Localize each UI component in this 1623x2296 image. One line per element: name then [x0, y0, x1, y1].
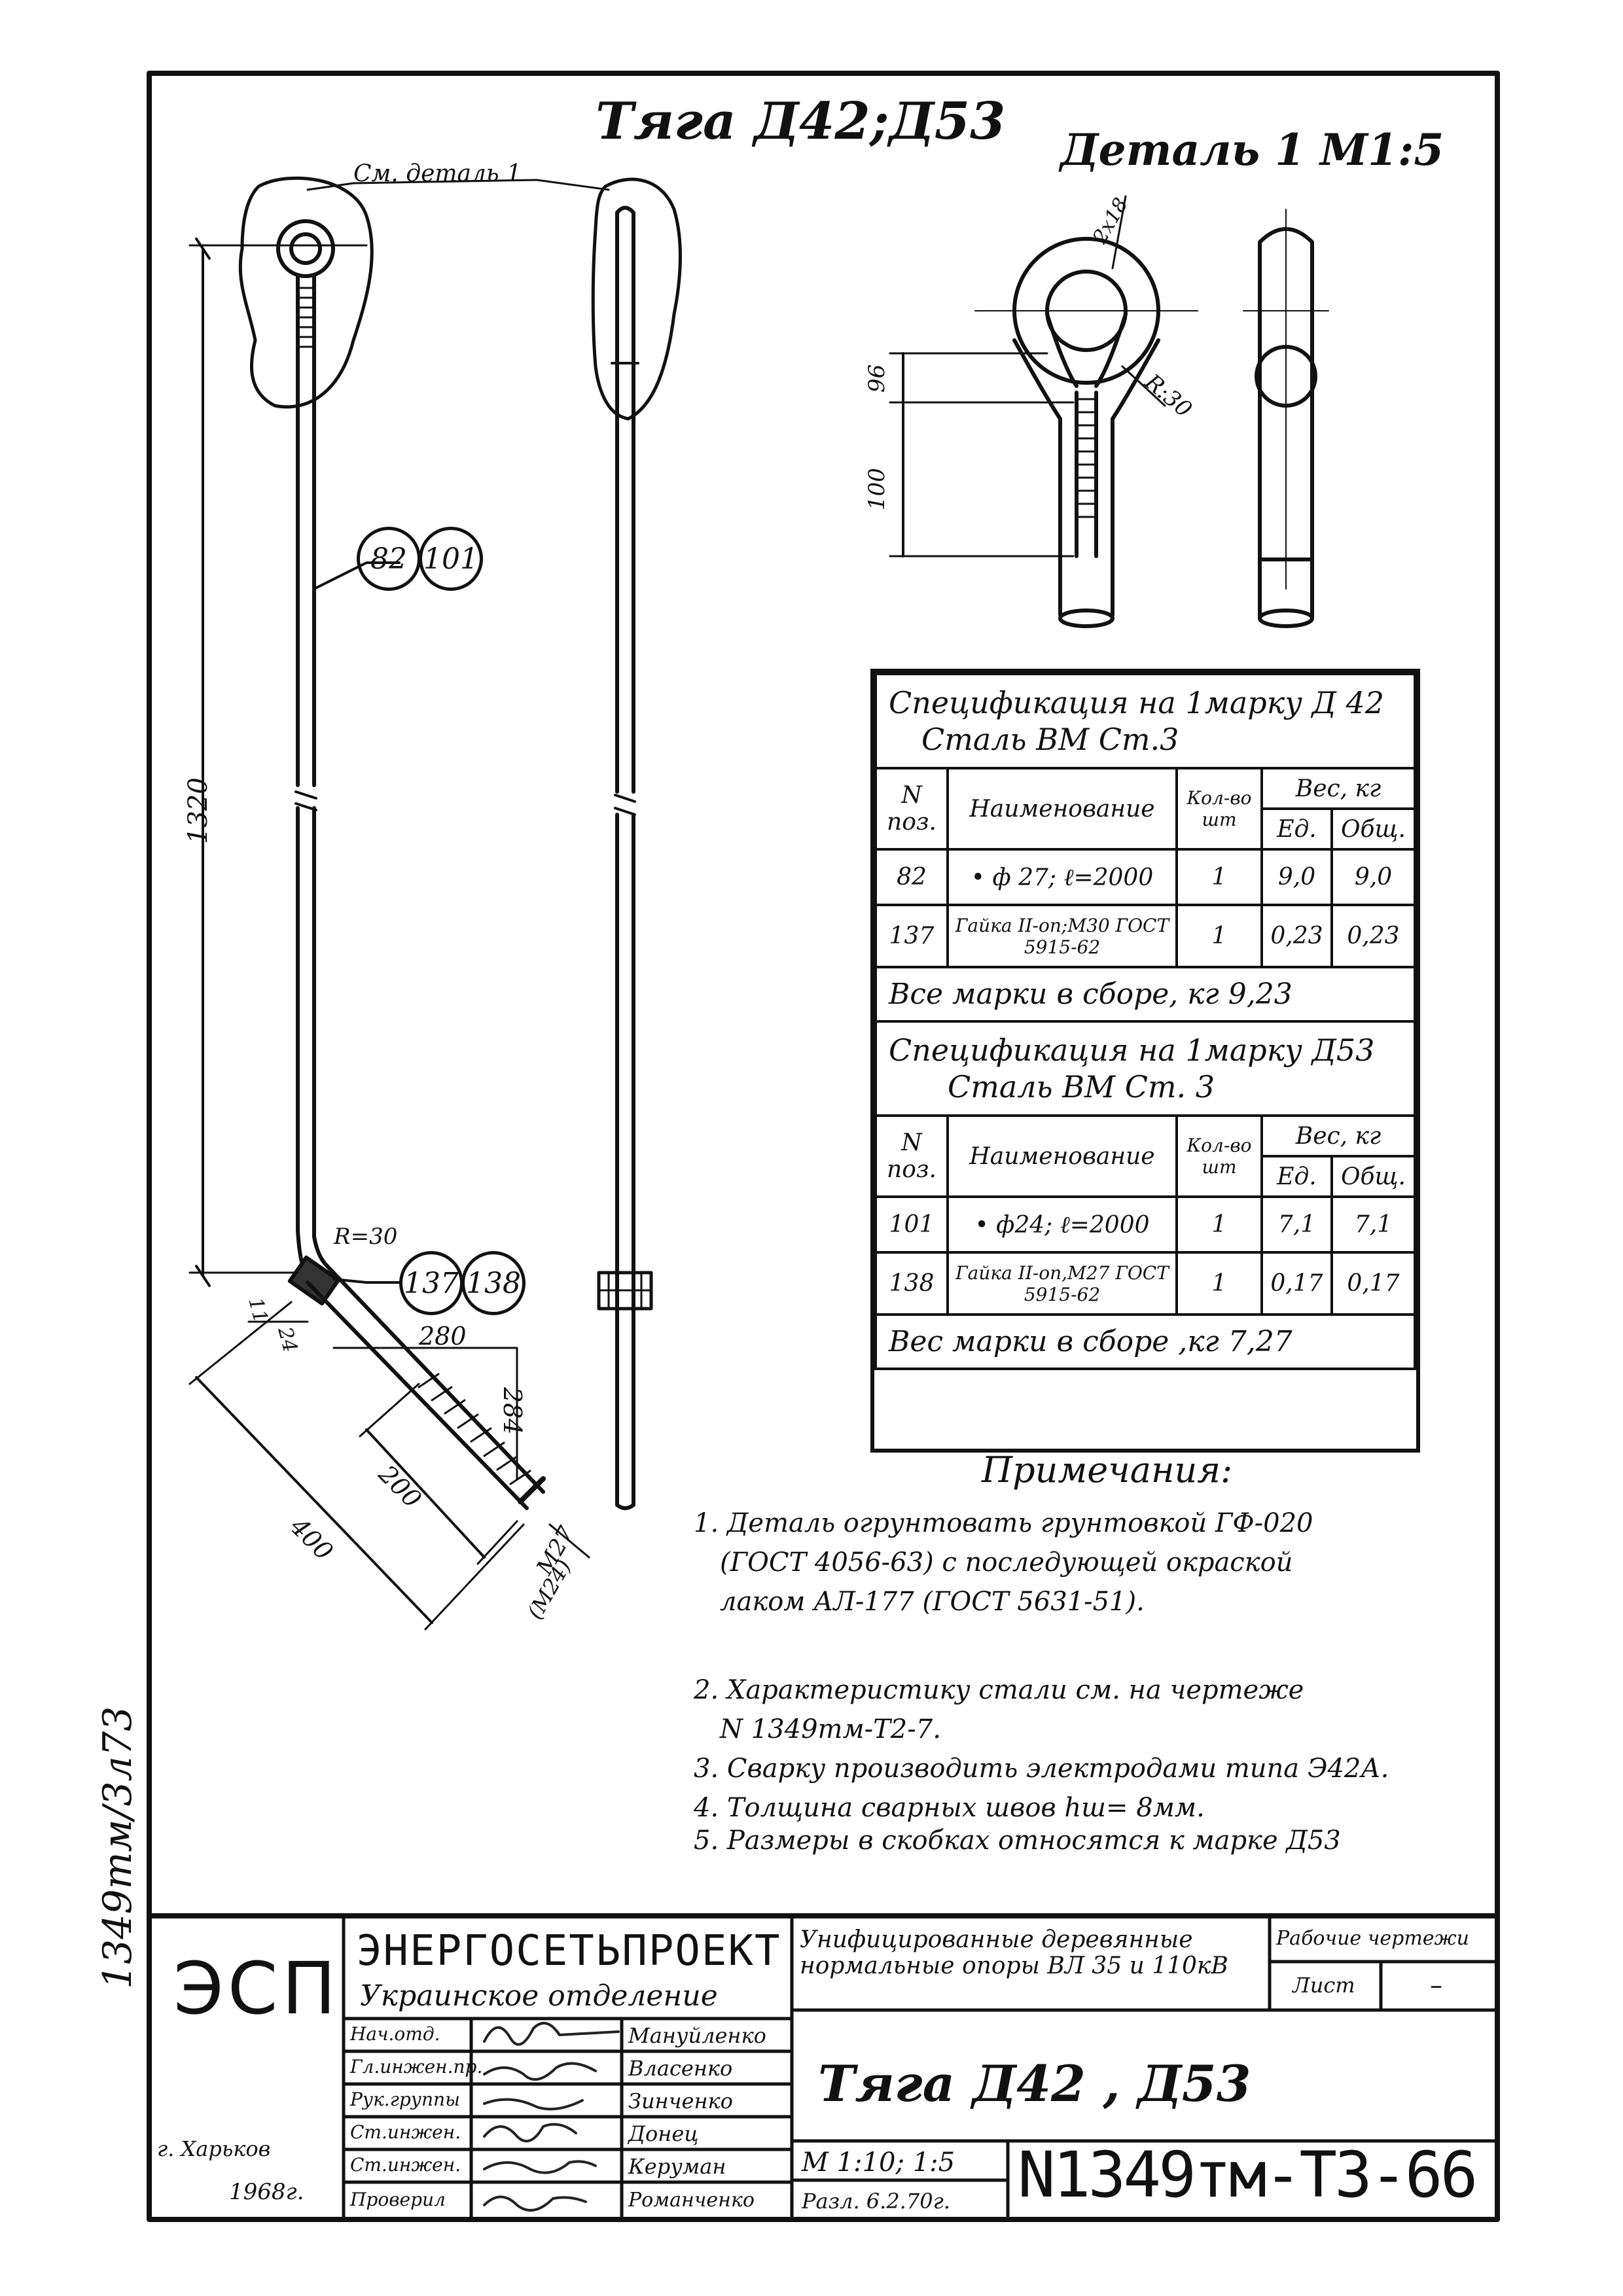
dim-bend-radius: R=30 [334, 1224, 398, 1250]
sheet-value: – [1430, 1971, 1442, 2000]
note-line-8: 5. Размеры в скобках относятся к марке Д… [694, 1826, 1341, 1856]
see-detail-note: См. деталь 1 [353, 160, 522, 187]
spec-d53-row1-unit: 7,1 [1260, 1195, 1333, 1254]
project-name: Унифицированные деревянные нормальные оп… [800, 1926, 1228, 1979]
spec-d42-row2-qty: 1 [1175, 904, 1263, 968]
notes-heading: Примечания: [982, 1449, 1233, 1491]
spec-table-d42: Спецификация на 1марку Д 42 Сталь ВМ Ст.… [874, 673, 1417, 1370]
staff-role-1: Нач.отд. [350, 2023, 440, 2045]
spec-d42-header-weight: Вес, кг [1260, 767, 1416, 810]
staff-name-4: Донец [628, 2121, 699, 2146]
mark-circle-138: 138 [461, 1251, 526, 1315]
note-line-1: 1. Деталь огрунтовать грунтовкой ГФ-020 [694, 1508, 1313, 1538]
spec-d42-header-total: Общ. [1330, 807, 1417, 851]
staff-role-5: Ст.инжен. [350, 2154, 461, 2176]
staff-role-3: Рук.группы [350, 2089, 460, 2110]
spec-d42-row2-unit: 0,23 [1260, 904, 1333, 968]
spec-d42-caption: Спецификация на 1марку Д 42 Сталь ВМ Ст.… [874, 673, 1416, 769]
spec-d42-header-unit: Ед. [1260, 807, 1333, 851]
dim-280: 280 [419, 1322, 467, 1351]
spec-d53-header-name: Наименование [946, 1114, 1178, 1198]
staff-role-2: Гл.инжен.пр. [350, 2056, 483, 2077]
developed-date: Разл. 6.2.70г. [802, 2189, 950, 2214]
sheet-label: Лист [1293, 1973, 1355, 1998]
spec-d42-header-qty: Кол-во шт [1175, 767, 1263, 851]
spec-d42-row2-total: 0,23 [1330, 904, 1417, 968]
spec-d42-row1-pos: 82 [874, 848, 949, 906]
spec-d42-header-name: Наименование [946, 767, 1178, 851]
staff-name-3: Зинченко [628, 2089, 733, 2113]
stage-label: Рабочие чертежи [1276, 1927, 1469, 1950]
staff-role-4: Ст.инжен. [350, 2121, 461, 2143]
scale: М 1:10; 1:5 [802, 2147, 955, 2178]
spec-d53-header-total: Общ. [1330, 1155, 1417, 1198]
drawing-name: Тяга Д42 , Д53 [818, 2055, 1251, 2113]
spec-d53-header-unit: Ед. [1260, 1155, 1333, 1198]
spec-d53-row2-pos: 138 [874, 1251, 949, 1316]
spec-d53-header-weight: Вес, кг [1260, 1114, 1416, 1157]
staff-name-6: Романченко [628, 2189, 755, 2212]
spec-d42-row1-name: • ф 27; ℓ=2000 [946, 848, 1178, 906]
spec-d42-caption-line1: Спецификация на 1марку Д 42 [889, 685, 1385, 720]
spec-d53-row2-total: 0,17 [1330, 1251, 1417, 1316]
note-line-2: (ГОСТ 4056-63) с последующей окраской [720, 1547, 1293, 1578]
table-row: 101 • ф24; ℓ=2000 1 7,1 7,1 [874, 1195, 1417, 1254]
sheet-frame [147, 71, 1500, 2222]
note-line-6: 3. Сварку производить электродами типа Э… [694, 1754, 1389, 1784]
spec-d53-header-pos: N поз. [874, 1114, 949, 1198]
note-line-5: N 1349тм-Т2-7. [720, 1714, 941, 1744]
spec-d53-row1-total: 7,1 [1330, 1195, 1417, 1254]
city: г. Харьков [157, 2136, 271, 2161]
rod-left-eye-blob [238, 176, 374, 409]
year: 1968г. [229, 2179, 304, 2205]
logo-esp: ЭСП [173, 1947, 340, 2030]
staff-name-5: Керуман [628, 2154, 726, 2179]
spec-d53-row2-name: Гайка II-оп,М27 ГОСТ 5915-62 [946, 1251, 1178, 1316]
spec-d53-header-qty: Кол-во шт [1175, 1114, 1263, 1198]
spec-d42-row1-qty: 1 [1175, 848, 1263, 906]
spec-d42-row1-unit: 9,0 [1260, 848, 1333, 906]
rod-right-blob [591, 177, 682, 421]
specification-block: Спецификация на 1марку Д 42 Сталь ВМ Ст.… [870, 669, 1420, 1453]
spec-d42-caption-line2: Сталь ВМ Ст.3 [921, 722, 1179, 757]
table-row: 82 • ф 27; ℓ=2000 1 9,0 9,0 [874, 848, 1417, 906]
org-name: ЭНЕРГОСЕТЬПРОЕКТ [357, 1927, 781, 1975]
spec-d53-row1-pos: 101 [874, 1195, 949, 1254]
drawing-title: Тяга Д42;Д53 [596, 92, 1006, 151]
spec-d53-total: Вес марки в сборе ,кг 7,27 [874, 1313, 1416, 1370]
spec-d42-row1-total: 9,0 [1330, 848, 1417, 906]
table-row: 137 Гайка II-оп;М30 ГОСТ 5915-62 1 0,23 … [874, 904, 1417, 968]
spec-d53-row2-unit: 0,17 [1260, 1251, 1333, 1316]
spec-d42-total: Все марки в сборе, кг 9,23 [874, 966, 1416, 1023]
table-row: 138 Гайка II-оп,М27 ГОСТ 5915-62 1 0,17 … [874, 1251, 1417, 1316]
note-line-7: 4. Толщина сварных швов hш= 8мм. [694, 1793, 1205, 1823]
staff-role-6: Проверил [350, 2189, 446, 2210]
staff-name-2: Власенко [628, 2056, 733, 2081]
spec-d42-row2-name: Гайка II-оп;М30 ГОСТ 5915-62 [946, 904, 1178, 968]
note-line-4: 2. Характеристику стали см. на чертеже [694, 1675, 1304, 1705]
org-subdivision: Украинское отделение [360, 1979, 718, 2013]
spec-d53-row1-qty: 1 [1175, 1195, 1263, 1254]
spec-d42-header-pos: N поз. [874, 767, 949, 851]
spec-d53-caption-line1: Спецификация на 1марку Д53 [889, 1033, 1375, 1068]
spec-d53-caption: Спецификация на 1марку Д53 Сталь ВМ Ст. … [874, 1020, 1416, 1117]
staff-name-1: Мануйленко [628, 2023, 766, 2048]
spec-d53-row2-qty: 1 [1175, 1251, 1263, 1316]
detail-title: Деталь 1 М1:5 [1060, 124, 1444, 175]
spec-d42-row2-pos: 137 [874, 904, 949, 968]
drawing-number: N1349тм-Т3-66 [1018, 2138, 1478, 2212]
spec-d53-caption-line2: Сталь ВМ Ст. 3 [948, 1069, 1215, 1104]
mark-circle-101: 101 [419, 527, 483, 591]
spec-d53-row1-name: • ф24; ℓ=2000 [946, 1195, 1178, 1254]
note-line-3: лаком АЛ-177 (ГОСТ 5631-51). [720, 1587, 1145, 1617]
